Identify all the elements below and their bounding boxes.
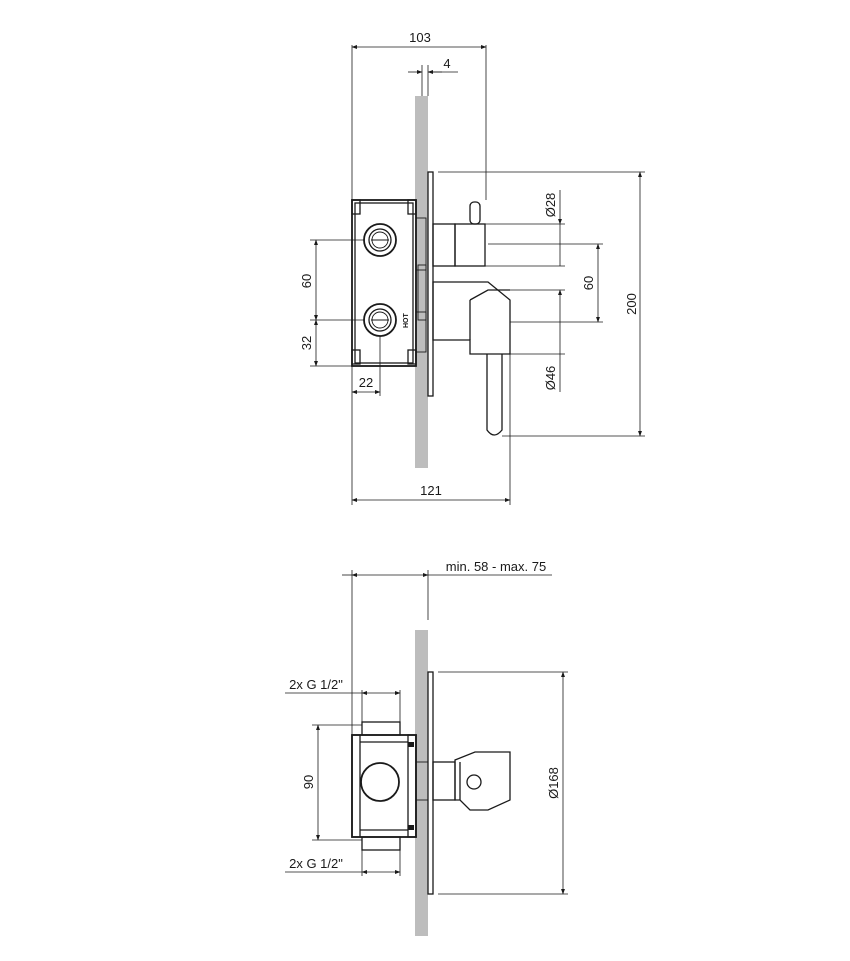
outlet-top xyxy=(363,223,397,257)
dim-outlet-offset: 32 xyxy=(299,319,318,367)
dim-spacing-bottom: 90 xyxy=(301,724,320,841)
handle-assembly xyxy=(432,201,511,436)
bottom-view: min. 58 - max. 75 xyxy=(285,559,568,936)
cover-plate-bottom xyxy=(427,671,434,895)
dim-28-label: Ø28 xyxy=(543,193,558,218)
dim-22-label: 22 xyxy=(359,375,373,390)
dim-plate-diameter: Ø168 xyxy=(546,671,565,895)
wall-section-bottom xyxy=(415,630,428,936)
dim-height: 200 xyxy=(624,171,642,437)
dim-thread-bottom: 2x G 1/2" xyxy=(285,856,401,874)
dim-outlet-inset: 22 xyxy=(351,375,381,394)
dim-thread-bottom-label: 2x G 1/2" xyxy=(289,856,343,871)
dim-46-label: Ø46 xyxy=(543,366,558,391)
dim-90-label: 90 xyxy=(301,775,316,789)
dim-body-spacing: 60 xyxy=(581,243,600,323)
dim-168-label: Ø168 xyxy=(546,767,561,799)
valve-body xyxy=(351,199,427,367)
dim-lever-diameter: Ø46 xyxy=(543,289,562,392)
dim-60-right-label: 60 xyxy=(581,276,596,290)
hot-stamp: HOT xyxy=(403,313,410,329)
wall-section xyxy=(415,96,428,468)
dim-thread-top-label: 2x G 1/2" xyxy=(289,677,343,692)
dim-121-label: 121 xyxy=(420,483,442,498)
dim-thread-top: 2x G 1/2" xyxy=(285,677,401,695)
dim-overall-depth: 103 xyxy=(351,30,487,49)
outlet-bottom xyxy=(363,303,397,337)
handle-front xyxy=(432,751,511,811)
dim-plate-thickness: 4 xyxy=(408,56,458,74)
dim-103-label: 103 xyxy=(409,30,431,45)
dim-outlet-spacing: 60 xyxy=(299,239,318,321)
dim-32-label: 32 xyxy=(299,336,314,350)
dim-60-left-label: 60 xyxy=(299,274,314,288)
dim-total-depth: 121 xyxy=(351,483,511,502)
dim-4-label: 4 xyxy=(443,56,450,71)
dim-install-range-label: min. 58 - max. 75 xyxy=(446,559,546,574)
valve-body-bottom xyxy=(351,721,429,851)
dim-handle-diameter: Ø28 xyxy=(543,190,562,266)
dim-install-range: min. 58 - max. 75 xyxy=(342,559,552,577)
dim-200-label: 200 xyxy=(624,293,639,315)
cover-plate xyxy=(427,171,434,397)
top-view: 103 4 xyxy=(299,30,645,505)
